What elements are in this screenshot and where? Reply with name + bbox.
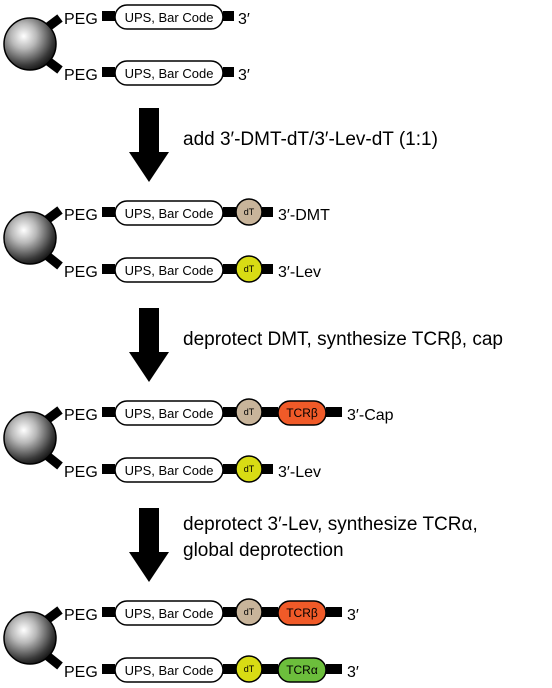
linker-block — [262, 607, 278, 617]
strand-4a: PEG UPS, Bar Code dT TCRβ 3′ — [64, 598, 359, 626]
strand-3b: PEG UPS, Bar Code dT 3′-Lev — [64, 455, 321, 483]
linker-block — [102, 464, 115, 474]
linker-block — [326, 607, 342, 617]
bead-2 — [3, 206, 63, 270]
linker-block — [223, 607, 236, 617]
step-1-label: add 3′-DMT-dT/3′-Lev-dT (1:1) — [183, 129, 438, 150]
tcr-beta-label: TCRβ — [286, 406, 318, 420]
stage-2: PEG UPS, Bar Code dT 3′-DMT PEG UPS, Bar… — [3, 198, 330, 283]
tcr-beta-label: TCRβ — [286, 606, 318, 620]
peg-label: PEG — [64, 67, 98, 84]
linker-block — [262, 207, 273, 217]
linker-block — [102, 607, 115, 617]
ups-bar-code-label: UPS, Bar Code — [125, 10, 214, 25]
end-label: 3′ — [347, 664, 359, 681]
end-label: 3′ — [238, 67, 250, 84]
ups-bar-code-label: UPS, Bar Code — [125, 406, 214, 421]
arrow-shaft — [139, 108, 159, 154]
linker-block — [102, 664, 115, 674]
bead-4 — [3, 606, 63, 670]
strand-2a: PEG UPS, Bar Code dT 3′-DMT — [64, 198, 330, 226]
ups-bar-code-label: UPS, Bar Code — [125, 263, 214, 278]
arrow-3 — [129, 508, 169, 582]
arrow-2 — [129, 308, 169, 382]
linker-block — [262, 464, 273, 474]
end-label: 3′ — [238, 11, 250, 28]
ups-bar-code-label: UPS, Bar Code — [125, 66, 214, 81]
linker-block — [262, 264, 273, 274]
end-label: 3′-Cap — [347, 407, 394, 424]
peg-label: PEG — [64, 207, 98, 224]
dt-label: dT — [244, 464, 255, 474]
ups-bar-code-label: UPS, Bar Code — [125, 206, 214, 221]
arrow-head — [129, 352, 169, 382]
linker-block — [102, 407, 115, 417]
linker-block — [102, 264, 115, 274]
linker-block — [223, 207, 236, 217]
end-label: 3′-Lev — [278, 264, 321, 281]
end-label: 3′ — [347, 607, 359, 624]
linker-block — [223, 664, 236, 674]
tcr-alpha-label: TCRα — [286, 663, 318, 677]
bead-3 — [3, 406, 63, 470]
stage-1: PEG UPS, Bar Code 3′ PEG UPS, Bar Code 3… — [3, 4, 250, 86]
linker-block — [223, 11, 234, 21]
arrow-shaft — [139, 508, 159, 554]
resin-bead — [3, 611, 57, 665]
linker-block — [262, 664, 278, 674]
dt-label: dT — [244, 407, 255, 417]
linker-block — [326, 407, 342, 417]
peg-label: PEG — [64, 664, 98, 681]
strand-1b: PEG UPS, Bar Code 3′ — [64, 60, 250, 86]
ups-bar-code-label: UPS, Bar Code — [125, 606, 214, 621]
end-label: 3′-DMT — [278, 207, 330, 224]
linker-block — [223, 264, 236, 274]
step-3-label-line2: global deprotection — [183, 540, 344, 561]
step-3-label-line1: deprotect 3′-Lev, synthesize TCRα, — [183, 514, 478, 535]
peg-label: PEG — [64, 264, 98, 281]
step-2-label: deprotect DMT, synthesize TCRβ, cap — [183, 329, 503, 350]
peg-label: PEG — [64, 607, 98, 624]
stage-3: PEG UPS, Bar Code dT TCRβ 3′-Cap PEG UPS… — [3, 398, 394, 483]
peg-label: PEG — [64, 11, 98, 28]
linker-block — [326, 664, 342, 674]
linker-block — [102, 11, 115, 21]
resin-bead — [3, 17, 57, 71]
linker-block — [223, 67, 234, 77]
peg-label: PEG — [64, 464, 98, 481]
dt-label: dT — [244, 264, 255, 274]
linker-block — [223, 464, 236, 474]
arrow-head — [129, 152, 169, 182]
linker-block — [223, 407, 236, 417]
arrow-1 — [129, 108, 169, 182]
strand-1a: PEG UPS, Bar Code 3′ — [64, 4, 250, 30]
ups-bar-code-label: UPS, Bar Code — [125, 663, 214, 678]
strand-2b: PEG UPS, Bar Code dT 3′-Lev — [64, 255, 321, 283]
strand-3a: PEG UPS, Bar Code dT TCRβ 3′-Cap — [64, 398, 394, 426]
resin-bead — [3, 411, 57, 465]
end-label: 3′-Lev — [278, 464, 321, 481]
linker-block — [102, 207, 115, 217]
peg-label: PEG — [64, 407, 98, 424]
bead-1 — [3, 14, 63, 74]
dt-label: dT — [244, 664, 255, 674]
dt-label: dT — [244, 607, 255, 617]
stage-4: PEG UPS, Bar Code dT TCRβ 3′ PEG UPS, Ba… — [3, 598, 359, 683]
linker-block — [102, 67, 115, 77]
strand-4b: PEG UPS, Bar Code dT TCRα 3′ — [64, 655, 359, 683]
linker-block — [262, 407, 278, 417]
resin-bead — [3, 211, 57, 265]
ups-bar-code-label: UPS, Bar Code — [125, 463, 214, 478]
arrow-head — [129, 552, 169, 582]
dt-label: dT — [244, 207, 255, 217]
arrow-shaft — [139, 308, 159, 354]
